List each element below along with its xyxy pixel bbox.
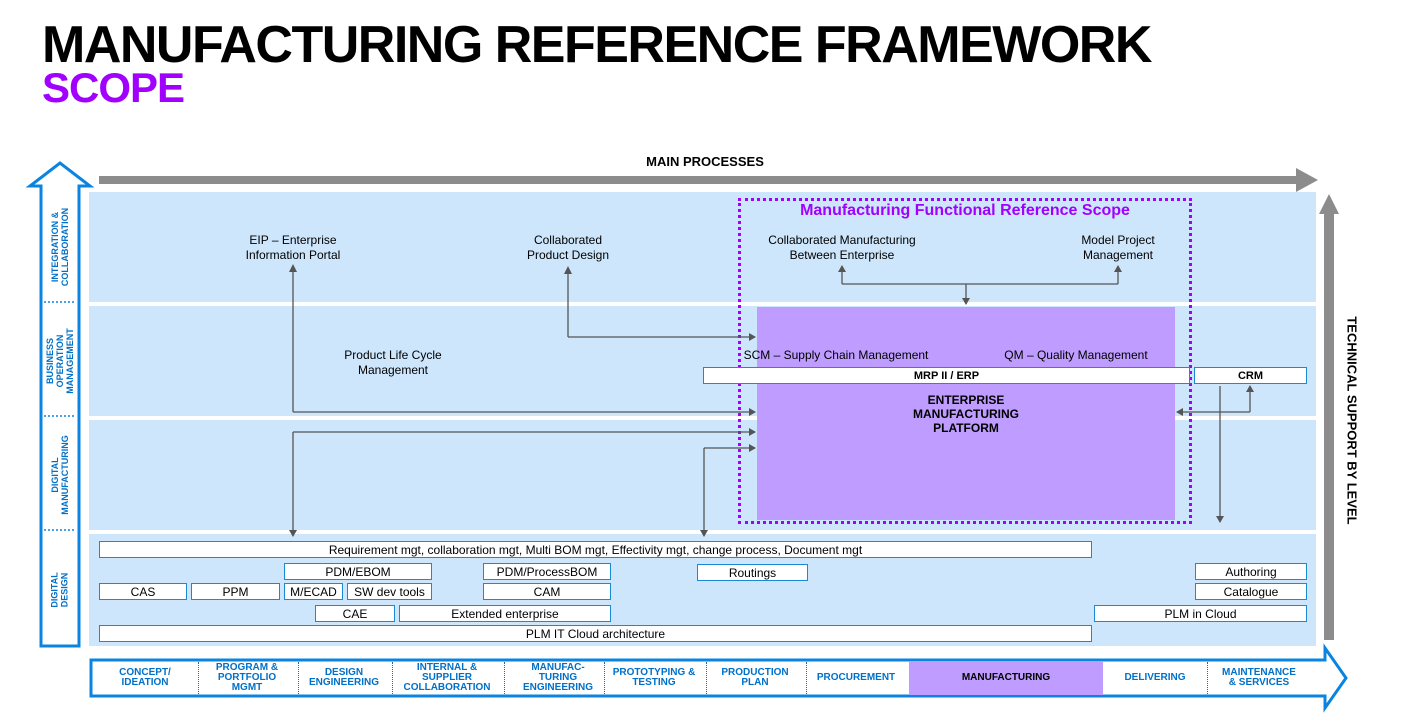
crm-box: CRM bbox=[1194, 367, 1307, 384]
level-digital-design: DIGITAL DESIGN bbox=[50, 572, 71, 608]
stage-concept: CONCEPT/ IDEATION bbox=[119, 667, 171, 688]
stage-prototyping: PROTOTYPING & TESTING bbox=[612, 667, 696, 688]
stage-maintenance: MAINTENANCE & SERVICES bbox=[1222, 667, 1296, 688]
stage-internal-supplier: INTERNAL & SUPPLIER COLLABORATION bbox=[403, 662, 491, 693]
enterprise-platform-block bbox=[757, 307, 1175, 520]
stage-program: PROGRAM & PORTFOLIO MGMT bbox=[215, 662, 279, 693]
catalogue-box: Catalogue bbox=[1195, 583, 1307, 600]
mrp-erp-box: MRP II / ERP bbox=[703, 367, 1190, 384]
routings-box: Routings bbox=[697, 564, 808, 581]
stage-production-plan: PRODUCTION PLAN bbox=[721, 667, 789, 688]
requirement-mgt-box: Requirement mgt, collaboration mgt, Mult… bbox=[99, 541, 1092, 558]
stage-manufacturing-engineering: MANUFAC- TURING ENGINEERING bbox=[522, 662, 593, 693]
stage-delivering: DELIVERING bbox=[1124, 672, 1186, 683]
collaborated-product-design-label: Collaborated Product Design bbox=[526, 233, 610, 262]
plm-in-cloud-box: PLM in Cloud bbox=[1094, 605, 1307, 622]
main-processes-label: MAIN PROCESSES bbox=[646, 154, 764, 169]
page-subtitle: SCOPE bbox=[42, 64, 185, 111]
stage-design-engineering: DESIGN ENGINEERING bbox=[308, 667, 379, 688]
technical-support-label: TECHNICAL SUPPORT BY LEVEL bbox=[1344, 315, 1360, 525]
collaborated-manufacturing-label: Collaborated Manufacturing Between Enter… bbox=[768, 233, 916, 262]
extended-enterprise-box: Extended enterprise bbox=[399, 605, 611, 622]
pdm-processbom-box: PDM/ProcessBOM bbox=[483, 563, 611, 580]
product-life-cycle-label: Product Life Cycle Management bbox=[344, 348, 442, 377]
sw-dev-tools-box: SW dev tools bbox=[347, 583, 432, 600]
pdm-ebom-box: PDM/EBOM bbox=[284, 563, 432, 580]
eip-label: EIP – Enterprise Information Portal bbox=[245, 233, 341, 262]
left-up-arrow bbox=[25, 161, 95, 648]
scope-dotted-frame bbox=[738, 198, 1192, 524]
qm-label: QM – Quality Management bbox=[1004, 348, 1148, 362]
level-business: BUSINESS OPERATION MANAGEMENT bbox=[45, 328, 75, 394]
cas-box: CAS bbox=[99, 583, 187, 600]
stage-procurement: PROCUREMENT bbox=[816, 672, 896, 683]
plm-it-cloud-box: PLM IT Cloud architecture bbox=[99, 625, 1092, 642]
mecad-box: M/ECAD bbox=[284, 583, 343, 600]
stage-manufacturing: MANUFACTURING bbox=[909, 661, 1103, 695]
authoring-box: Authoring bbox=[1195, 563, 1307, 580]
page-title: MANUFACTURING REFERENCE FRAMEWORK bbox=[42, 16, 1152, 74]
scope-title: Manufacturing Functional Reference Scope bbox=[800, 202, 1130, 219]
model-project-management-label: Model Project Management bbox=[1081, 233, 1155, 262]
enterprise-platform-label: ENTERPRISE MANUFACTURING PLATFORM bbox=[913, 393, 1019, 435]
scm-label: SCM – Supply Chain Management bbox=[743, 348, 929, 362]
level-digital-manufacturing: DIGITAL MANUFACTURING bbox=[50, 435, 70, 515]
level-integration: INTEGRATION & COLLABORATION bbox=[50, 207, 71, 287]
ppm-box: PPM bbox=[191, 583, 280, 600]
cae-box: CAE bbox=[315, 605, 395, 622]
cam-box: CAM bbox=[483, 583, 611, 600]
